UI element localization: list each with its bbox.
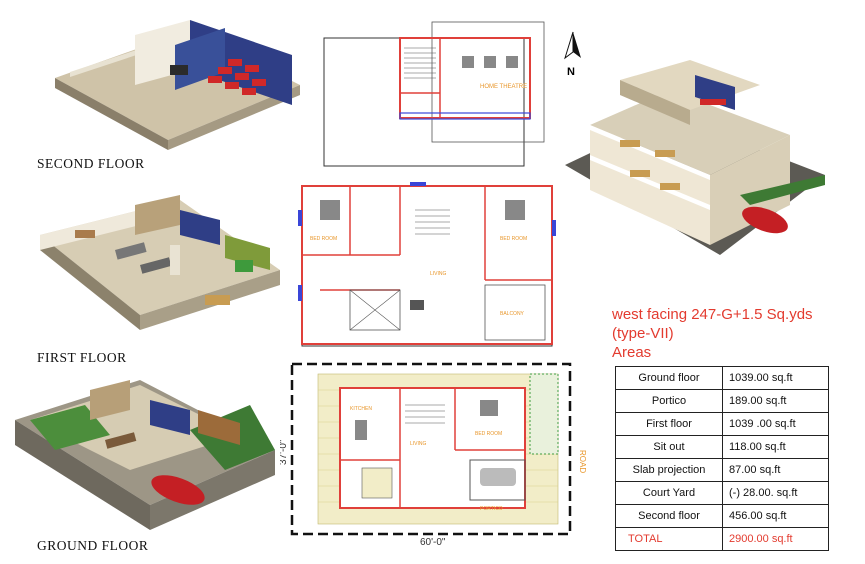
depth-dimension: 37'-0" [280,439,289,465]
north-label: N [567,66,575,78]
second-floor-render [55,20,300,150]
width-dimension: 60'-0" [420,537,446,548]
svg-text:LIVING: LIVING [410,441,427,447]
title-line-2: (type-VII) [612,325,674,342]
first-floor-label: FIRST FLOOR [37,350,127,365]
table-row: First floor 1039 .00 sq.ft [615,412,829,436]
ground-floor-plan: KITCHEN LIVING BED ROOM PORTICO 60'-0" 37'… [280,362,587,548]
total-row: TOTAL 2900.00 sq.ft [615,527,829,551]
second-floor-plan: HOME THEATRE [323,21,545,167]
area-value: 189.00 sq.ft [722,389,829,413]
table-row: Court Yard (-) 28.00. sq.ft [615,481,829,505]
first-floor-render [40,195,280,330]
table-row: Second floor 456.00 sq.ft [615,504,829,528]
first-floor-plan: BED ROOM BED ROOM LIVING BALCONY [298,182,556,347]
area-value: 118.00 sq.ft [722,435,829,459]
svg-text:BED ROOM: BED ROOM [500,236,527,242]
area-value: (-) 28.00. sq.ft [722,481,829,505]
table-row: Sit out 118.00 sq.ft [615,435,829,459]
svg-text:BED ROOM: BED ROOM [310,236,337,242]
svg-text:BALCONY: BALCONY [500,311,525,317]
second-floor-label: SECOND FLOOR [37,156,145,171]
area-name: First floor [615,412,723,436]
total-value: 2900.00 sq.ft [722,527,829,551]
area-value: 1039 .00 sq.ft [722,412,829,436]
area-value: 456.00 sq.ft [722,504,829,528]
areas-table: Ground floor 1039.00 sq.ft Portico 189.0… [615,366,829,551]
svg-text:LIVING: LIVING [430,271,447,277]
area-name: Portico [615,389,723,413]
area-name: Second floor [615,504,723,528]
svg-text:KITCHEN: KITCHEN [350,406,372,412]
area-name: Slab projection [615,458,723,482]
table-row: Portico 189.00 sq.ft [615,389,829,413]
road-label: ROAD [578,450,587,473]
ground-floor-render [15,380,275,530]
title-line-1: west facing 247-G+1.5 Sq.yds [612,306,813,323]
table-row: Ground floor 1039.00 sq.ft [615,366,829,390]
area-name: Ground floor [615,366,723,390]
svg-text:PORTICO: PORTICO [480,506,503,512]
full-building-render [565,60,825,255]
area-name: Sit out [615,435,723,459]
title-line-3: Areas [612,344,652,361]
svg-text:BED ROOM: BED ROOM [475,431,502,437]
ground-floor-label: GROUND FLOOR [37,538,149,553]
table-row: Slab projection 87.00 sq.ft [615,458,829,482]
plan-title: west facing 247-G+1.5 Sq.yds (type-VII) … [612,305,813,362]
svg-text:HOME THEATRE: HOME THEATRE [480,84,527,90]
total-label: TOTAL [615,527,723,551]
area-value: 1039.00 sq.ft [722,366,829,390]
north-arrow-icon [564,31,581,60]
area-name: Court Yard [615,481,723,505]
area-value: 87.00 sq.ft [722,458,829,482]
